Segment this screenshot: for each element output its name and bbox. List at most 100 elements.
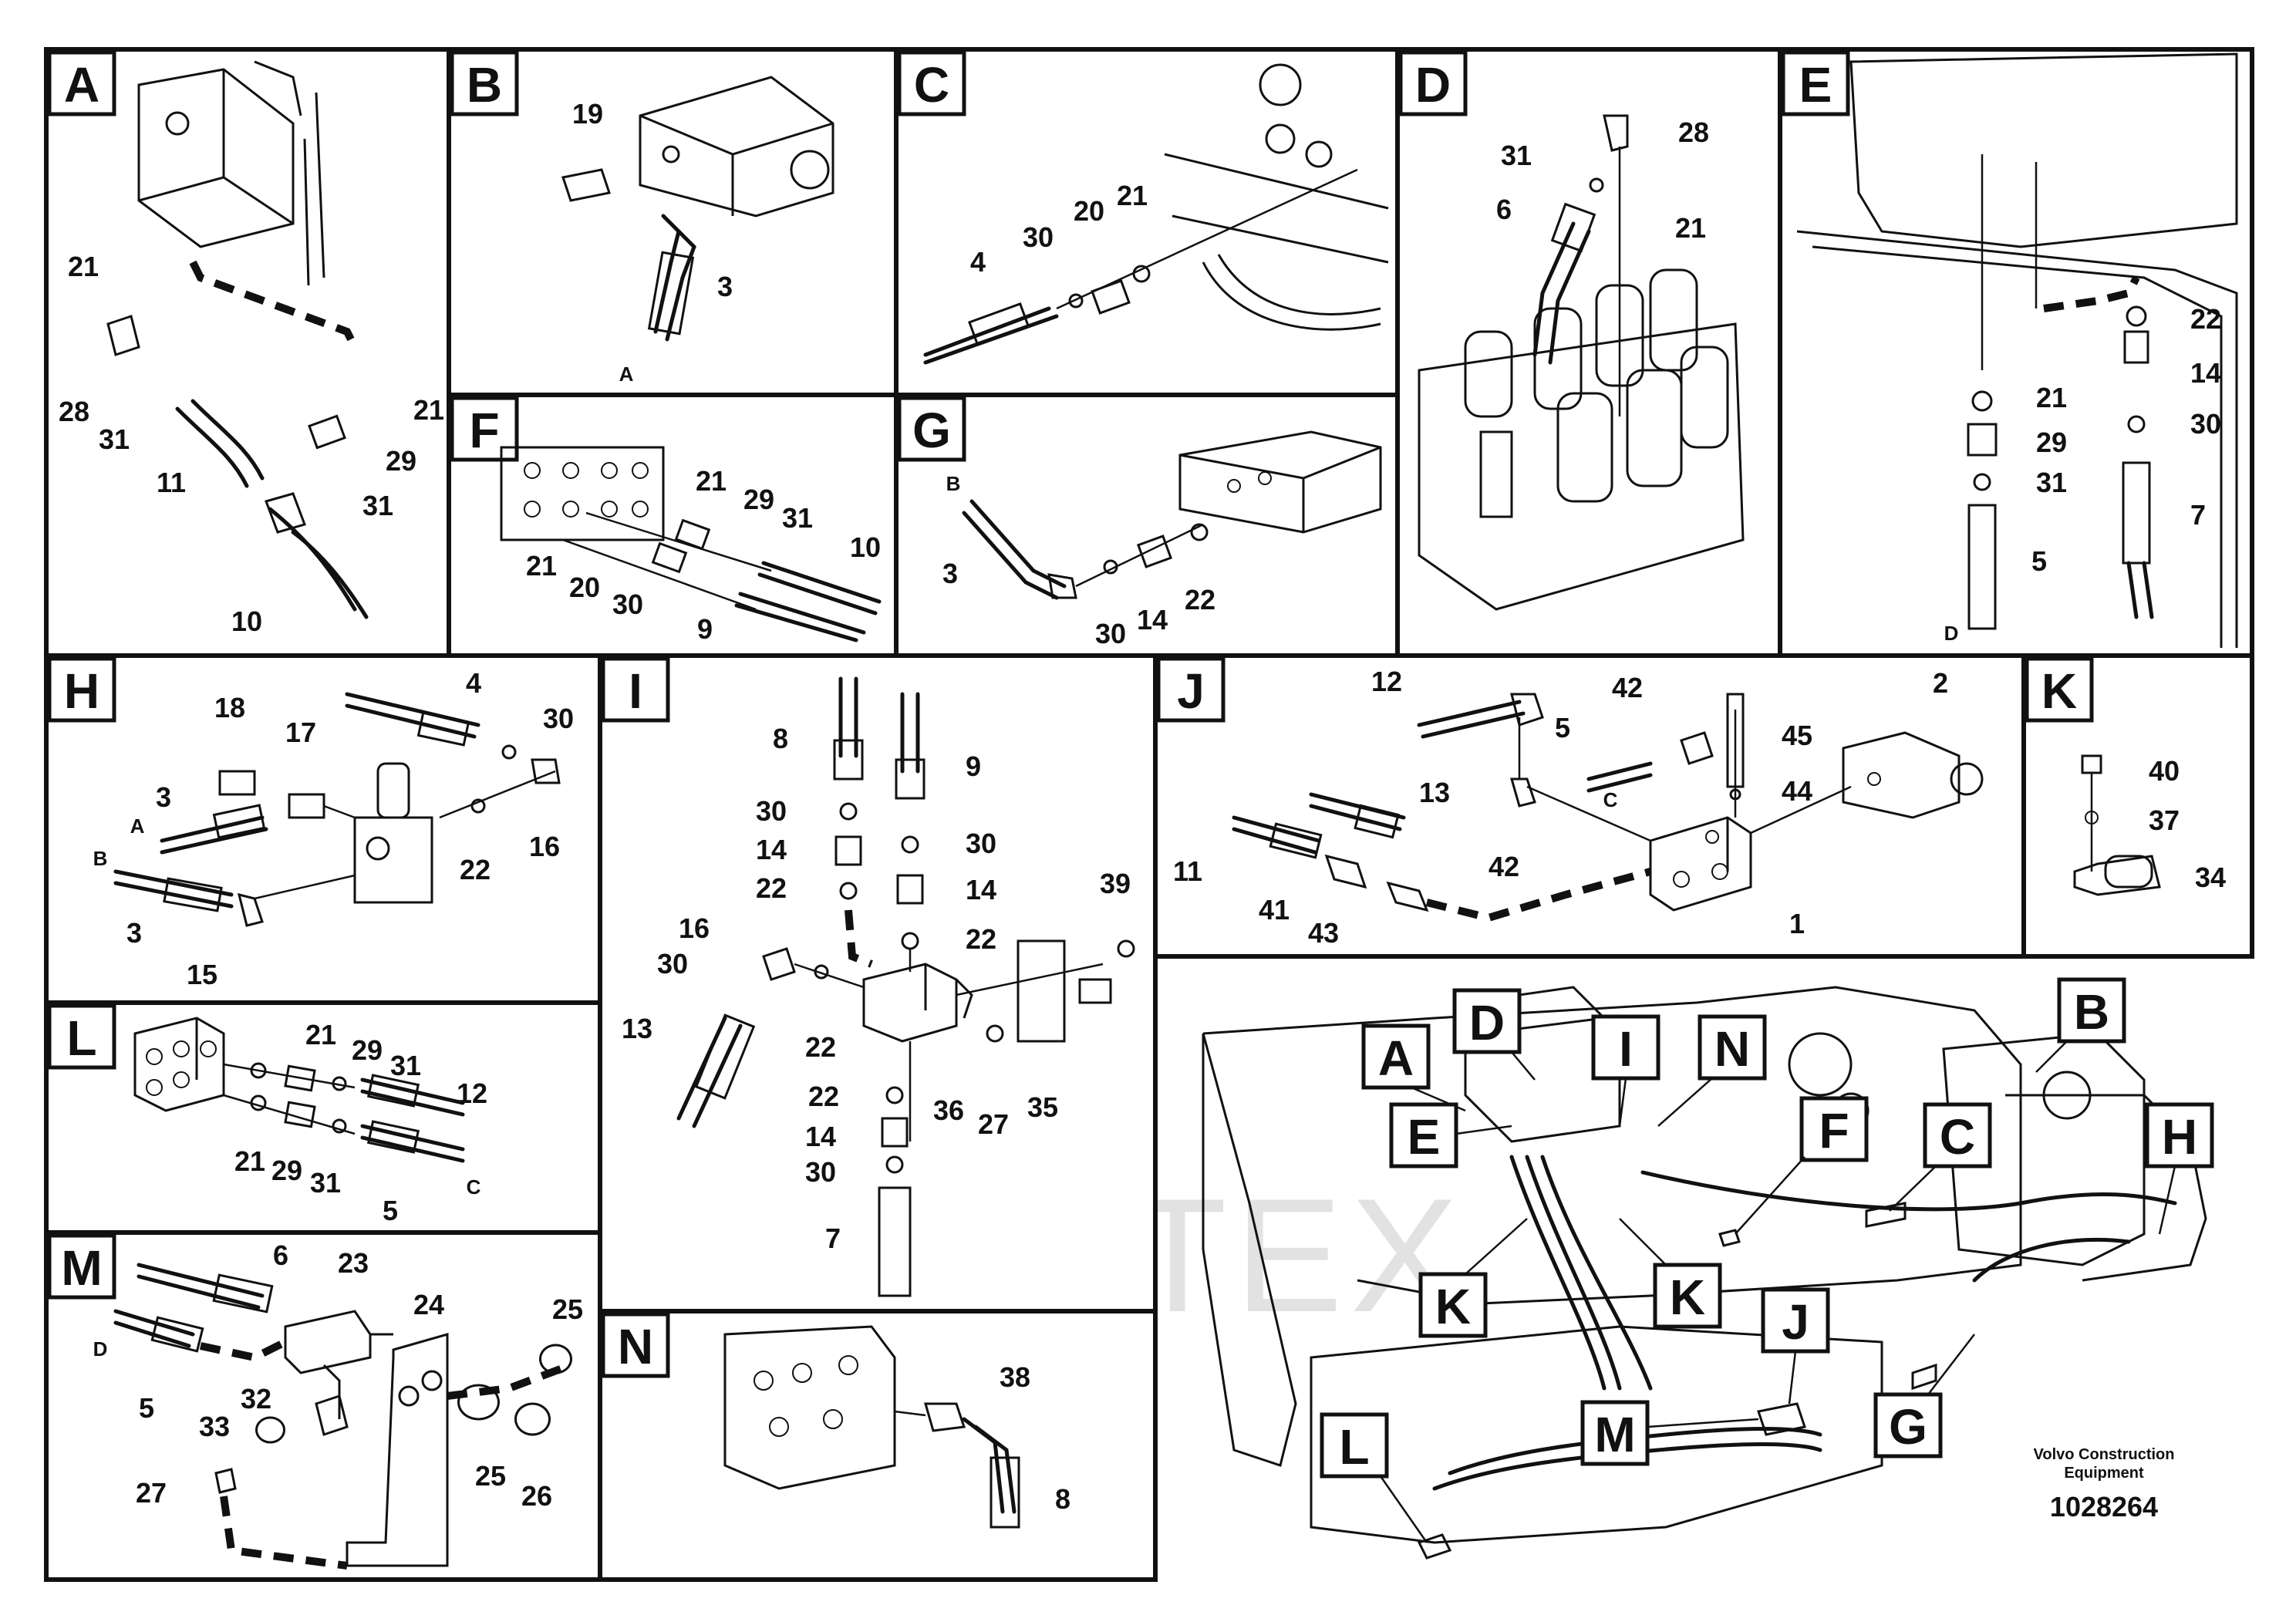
panel-m: M 6 23 24 25 5 32 33 27 25 26 D [44, 1230, 602, 1582]
callout-31: 31 [2036, 467, 2067, 498]
overview-tag-k1: K [1435, 1279, 1471, 1334]
hose-mark-d: D [1944, 622, 1959, 645]
panel-l-tag: L [66, 1010, 96, 1066]
hose-mark-a: A [619, 363, 634, 386]
callout-30d: 30 [805, 1156, 836, 1188]
callout-3: 3 [942, 558, 958, 589]
callout-10: 10 [231, 605, 262, 637]
callout-3b: 3 [126, 917, 142, 949]
overview-tag-b: B [2074, 984, 2109, 1040]
hose-mark-b: B [93, 847, 108, 870]
panel-e-tag: E [1799, 57, 1832, 113]
callout-22: 22 [1185, 584, 1215, 615]
callout-5: 5 [1555, 712, 1570, 744]
callout-30: 30 [1023, 221, 1054, 253]
overview-tag-c: C [1940, 1109, 1975, 1165]
overview-tag-i: I [1619, 1021, 1633, 1077]
callout-22b: 22 [966, 923, 996, 955]
callout-30: 30 [2190, 408, 2221, 440]
panel-j-tag: J [1177, 663, 1205, 719]
panel-n-tag: N [618, 1319, 653, 1374]
panel-d-tag: D [1415, 57, 1451, 113]
callout-29: 29 [743, 484, 774, 515]
callout-21b: 21 [526, 550, 557, 582]
callout-3: 3 [717, 271, 733, 302]
callout-5: 5 [139, 1392, 154, 1424]
callout-1: 1 [1789, 908, 1805, 939]
panel-f-tag: F [469, 403, 499, 458]
hose-mark-d: D [93, 1337, 108, 1361]
panel-m-tag: M [61, 1240, 102, 1296]
callout-18: 18 [214, 692, 245, 723]
callout-25b: 25 [475, 1460, 506, 1492]
manufacturer: Volvo Construction [2034, 1446, 2175, 1463]
panel-i-tag: I [629, 663, 642, 719]
callout-4: 4 [466, 667, 481, 699]
callout-6: 6 [1496, 194, 1512, 225]
callout-21b: 21 [413, 394, 444, 426]
panel-i: I 8 9 30 30 14 14 22 22 [598, 653, 1158, 1313]
callout-14b: 14 [966, 874, 996, 905]
callout-36: 36 [933, 1094, 964, 1126]
callout-21: 21 [1675, 212, 1706, 244]
panel-n: N 38 8 [598, 1309, 1158, 1582]
callout-29: 29 [2036, 427, 2067, 458]
callout-29: 29 [386, 445, 416, 477]
overview-tag-n: N [1714, 1021, 1750, 1077]
callout-3: 3 [156, 781, 171, 813]
callout-22: 22 [460, 854, 491, 885]
callout-13: 13 [622, 1013, 652, 1044]
callout-21: 21 [1117, 180, 1148, 211]
callout-10: 10 [850, 531, 881, 563]
callout-12: 12 [457, 1077, 487, 1109]
callout-31b: 31 [310, 1167, 341, 1199]
callout-28: 28 [1678, 116, 1709, 148]
callout-43: 43 [1308, 917, 1339, 949]
callout-31b: 31 [362, 490, 393, 521]
callout-45: 45 [1782, 720, 1812, 751]
callout-27: 27 [136, 1477, 167, 1509]
panel-b: B 19 3 A [447, 47, 899, 397]
panel-b-tag: B [467, 57, 502, 113]
panel-h-tag: H [64, 663, 99, 719]
hose-mark-c: C [467, 1175, 481, 1199]
callout-33: 33 [199, 1411, 230, 1442]
callout-26: 26 [521, 1480, 552, 1512]
callout-4: 4 [970, 246, 986, 278]
panel-a: A 21 28 31 11 21 29 31 10 [44, 47, 451, 658]
callout-44: 44 [1782, 775, 1812, 807]
panel-g-tag: G [912, 403, 951, 458]
callout-25: 25 [552, 1293, 583, 1325]
callout-5: 5 [383, 1195, 398, 1226]
callout-42: 42 [1612, 672, 1643, 703]
panel-d: D 31 6 28 21 [1395, 47, 1782, 658]
callout-21: 21 [68, 251, 99, 282]
callout-14: 14 [1137, 604, 1168, 636]
callout-11: 11 [157, 467, 186, 498]
callout-30: 30 [543, 703, 574, 734]
callout-12: 12 [1371, 666, 1402, 697]
hose-mark-a: A [130, 814, 145, 838]
panel-c: C 4 30 20 21 [894, 47, 1400, 397]
callout-31: 31 [390, 1050, 421, 1081]
callout-28: 28 [59, 396, 89, 427]
overview-tags: A D I N B E F C H K K J [1320, 977, 2214, 1543]
callout-31: 31 [1501, 140, 1532, 171]
panel-c-tag: C [914, 57, 949, 113]
callout-42b: 42 [1489, 851, 1519, 882]
callout-20: 20 [1074, 195, 1104, 227]
callout-6: 6 [273, 1239, 288, 1271]
callout-30: 30 [756, 795, 787, 827]
overview-tag-a: A [1378, 1030, 1414, 1086]
callout-11: 11 [1173, 855, 1202, 887]
drawing-number: 1028264 [2050, 1491, 2158, 1523]
panel-e: E 22 14 30 7 21 29 31 5 D [1778, 47, 2254, 658]
callout-13: 13 [1419, 777, 1450, 808]
callout-27: 27 [978, 1108, 1009, 1140]
callout-31: 31 [782, 502, 813, 534]
callout-31: 31 [99, 423, 130, 455]
overview-tag-l: L [1339, 1419, 1369, 1475]
callout-22c: 22 [805, 1031, 836, 1063]
callout-23: 23 [338, 1247, 369, 1279]
overview-tag-f: F [1819, 1103, 1849, 1158]
